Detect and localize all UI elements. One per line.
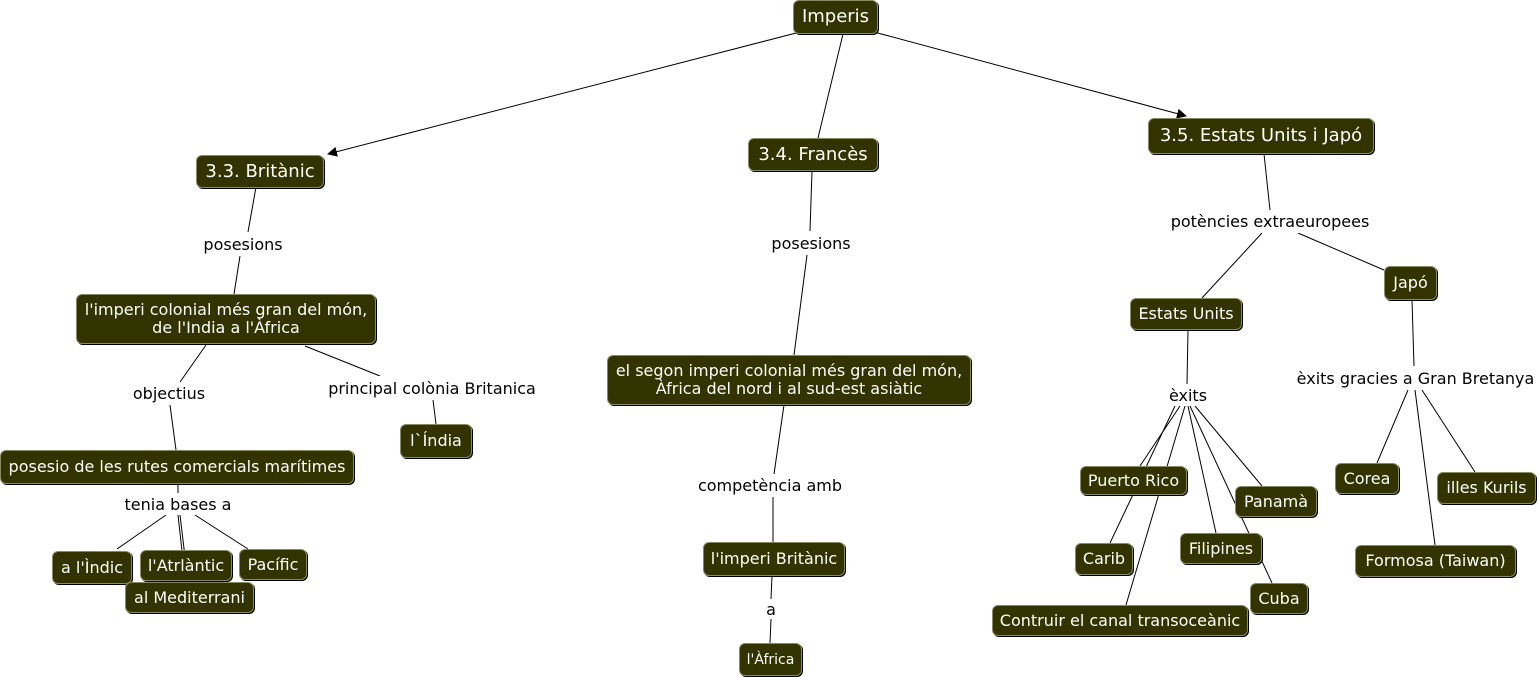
link-exits-puerto-rico bbox=[1139, 405, 1181, 467]
link-britanic-a bbox=[770, 575, 773, 600]
label-exits: èxits bbox=[1162, 384, 1214, 406]
link-exits-panama bbox=[1194, 405, 1263, 487]
label-competencia: competència amb bbox=[694, 474, 846, 497]
concept-segon-imperi[interactable]: el segon imperi colonial més gran del mó… bbox=[607, 355, 971, 405]
concept-frances[interactable]: 3.4. Francès bbox=[748, 138, 878, 171]
label-posesions-britanic: posesions bbox=[198, 232, 288, 256]
concept-cuba[interactable]: Cuba bbox=[1250, 583, 1308, 614]
concept-imperis[interactable]: Imperis bbox=[793, 0, 878, 34]
concept-a-indic[interactable]: a l'Ìndic bbox=[52, 551, 132, 584]
link-posesions-segon bbox=[793, 254, 808, 356]
link-imperis-frances bbox=[817, 33, 844, 139]
link-imperis-estats bbox=[873, 31, 1187, 119]
concept-imperi-britanic[interactable]: l'imperi Britànic bbox=[703, 542, 845, 576]
link-estats-units-exits bbox=[1186, 329, 1189, 385]
link-tenia-pacific bbox=[194, 514, 249, 550]
concept-mediterrani[interactable]: al Mediterrani bbox=[125, 582, 254, 613]
link-segon-competencia bbox=[773, 404, 785, 475]
link-a-africa bbox=[769, 618, 772, 644]
link-frances-posesions bbox=[809, 170, 813, 232]
link-estats-potencies bbox=[1263, 153, 1271, 211]
concept-panama[interactable]: Panamà bbox=[1235, 486, 1317, 517]
concept-filipines[interactable]: Filipines bbox=[1180, 533, 1262, 564]
link-objectius-rutes bbox=[169, 404, 177, 451]
concept-illes-kurils[interactable]: illes Kurils bbox=[1437, 472, 1536, 504]
label-principal-colonia: principal colònia Britanica bbox=[326, 376, 538, 400]
concept-estats-units[interactable]: Estats Units bbox=[1130, 298, 1242, 330]
link-exits-filipines bbox=[1187, 405, 1217, 534]
label-a: a bbox=[761, 599, 781, 619]
label-objectius: objectius bbox=[128, 382, 210, 405]
link-exitsgb-kurils bbox=[1421, 389, 1476, 473]
concept-puerto-rico[interactable]: Puerto Rico bbox=[1080, 466, 1187, 495]
link-principal-india bbox=[432, 399, 437, 425]
concept-africa[interactable]: l'Àfrica bbox=[739, 643, 802, 676]
concept-britanic[interactable]: 3.3. Britànic bbox=[196, 155, 324, 188]
link-britanic-posesions bbox=[247, 186, 257, 233]
label-potencies: potències extraeuropees bbox=[1166, 210, 1374, 233]
concept-pacific[interactable]: Pacífic bbox=[239, 549, 307, 580]
concept-japo[interactable]: Japó bbox=[1384, 266, 1437, 300]
link-potencies-japo bbox=[1297, 232, 1385, 271]
link-exitsgb-corea bbox=[1376, 389, 1409, 464]
link-imperi-objectius bbox=[179, 344, 207, 383]
concept-posesio-rutes[interactable]: posesio de les rutes comercials marítime… bbox=[0, 450, 354, 484]
concept-carib[interactable]: Carib bbox=[1075, 543, 1133, 575]
concept-formosa[interactable]: Formosa (Taiwan) bbox=[1355, 545, 1516, 577]
concept-corea[interactable]: Corea bbox=[1335, 463, 1399, 494]
concept-canal[interactable]: Contruir el canal transoceànic bbox=[992, 605, 1248, 636]
concept-india[interactable]: l`Índia bbox=[400, 424, 472, 458]
link-potencies-estats-units bbox=[1201, 232, 1263, 299]
link-imperis-britanic bbox=[327, 31, 801, 157]
link-japo-exitsgb bbox=[1411, 299, 1415, 367]
label-exits-gran-bretanya: èxits gracies a Gran Bretanya bbox=[1292, 366, 1539, 390]
link-exits-canal bbox=[1125, 405, 1186, 606]
label-posesions-frances: posesions bbox=[766, 231, 856, 255]
label-tenia-bases: tenia bases a bbox=[120, 493, 236, 515]
link-posesions-imperi bbox=[233, 255, 241, 295]
link-tenia-atlantic bbox=[177, 514, 183, 552]
link-exitsgb-formosa bbox=[1414, 389, 1436, 546]
concept-atlantic[interactable]: l'Atrlàntic bbox=[140, 550, 232, 581]
link-tenia-indic bbox=[116, 514, 167, 550]
concept-imperi-colonial-gran[interactable]: l'imperi colonial més gran del món, de l… bbox=[76, 294, 376, 344]
concept-estats-units-japo[interactable]: 3.5. Estats Units i Japó bbox=[1148, 118, 1374, 154]
link-imperi-principal bbox=[304, 345, 381, 377]
